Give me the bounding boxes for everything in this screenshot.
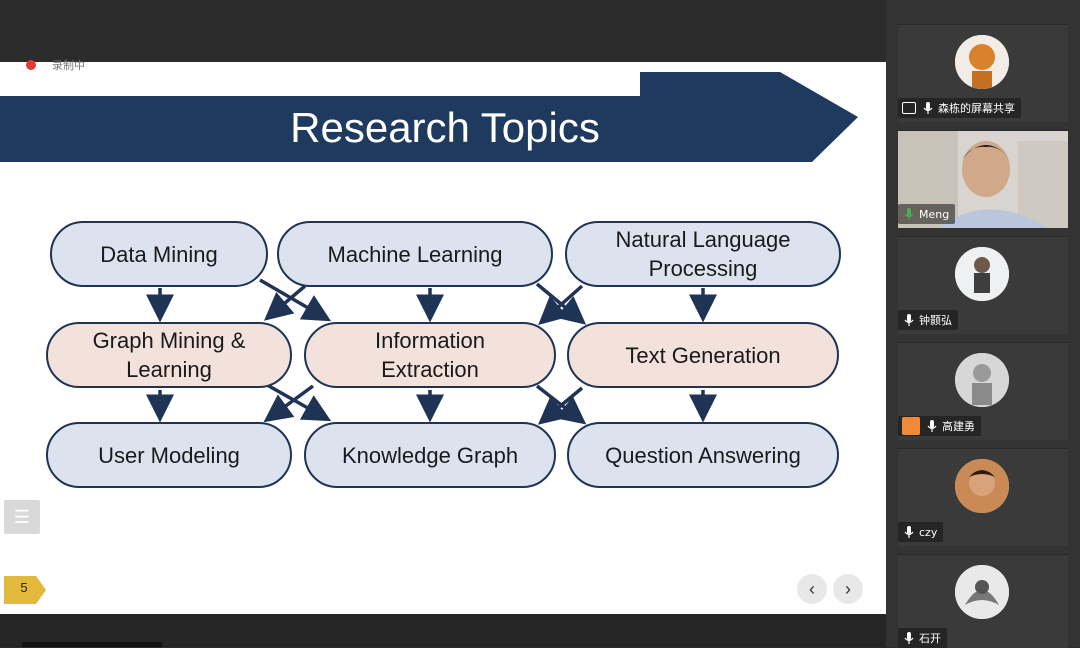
node-label: Machine Learning — [327, 241, 503, 267]
record-dot-icon — [26, 60, 36, 70]
page-badge-shape — [4, 576, 46, 604]
node-knowledge-graph: Knowledge Graph — [304, 422, 556, 488]
mic-icon — [904, 632, 914, 644]
avatar — [955, 35, 1009, 89]
participant-tile[interactable]: 森栋的屏幕共享 — [898, 24, 1068, 122]
node-label-line2: Processing — [648, 256, 758, 281]
arrow-ie-um — [263, 384, 315, 423]
participant-tile[interactable]: czy — [898, 448, 1068, 546]
participant-nameplate: 高建勇 — [898, 416, 981, 436]
node-machine-learning: Machine Learning — [277, 221, 553, 287]
participant-name: Meng — [919, 207, 950, 221]
node-information-extraction: Information Extraction — [304, 322, 556, 388]
mic-icon — [927, 420, 937, 432]
next-slide-button[interactable]: › — [833, 574, 863, 604]
participant-nameplate: 钟颢弘 — [898, 310, 958, 330]
participant-nameplate: 石开 — [898, 628, 947, 648]
avatar — [955, 247, 1009, 301]
node-nlp: Natural Language Processing — [565, 221, 841, 287]
mic-icon — [904, 314, 914, 326]
mic-icon — [923, 102, 933, 114]
recording-indicator: 录制中 — [0, 54, 886, 76]
node-data-mining: Data Mining — [50, 221, 268, 287]
node-graph-mining: Graph Mining & Learning — [46, 322, 292, 388]
node-label-line1: Graph Mining & — [92, 328, 246, 353]
node-label-line2: Learning — [126, 357, 212, 382]
participant-name: 森栋的屏幕共享 — [938, 102, 1015, 115]
top-bar — [0, 0, 886, 62]
mic-icon — [904, 526, 914, 538]
arrow-ml-gm — [263, 284, 307, 321]
node-label-line1: Information — [374, 328, 486, 353]
slide-title: Research Topics — [290, 104, 600, 151]
menu-icon: ☰ — [13, 506, 31, 527]
node-label-line2: Extraction — [381, 357, 479, 382]
diagram-arrows — [146, 278, 717, 425]
participant-name: czy — [919, 525, 938, 539]
node-text-generation: Text Generation — [567, 322, 839, 388]
title-banner — [0, 72, 858, 162]
node-label: User Modeling — [98, 442, 240, 468]
avatar — [955, 459, 1009, 513]
node-label-line1: Natural Language — [615, 227, 791, 252]
participant-nameplate: czy — [898, 522, 944, 542]
participant-nameplate: 森栋的屏幕共享 — [898, 98, 1021, 118]
recording-label: 录制中 — [52, 59, 85, 72]
bottom-bar — [0, 614, 886, 647]
participant-name: 石开 — [919, 632, 941, 645]
participant-tile-active[interactable]: Meng — [898, 130, 1068, 228]
bottom-bar-strip — [22, 642, 162, 647]
node-label: Text Generation — [625, 342, 781, 368]
page-number: 5 — [20, 580, 28, 595]
participant-name: 钟颢弘 — [919, 314, 952, 327]
node-label: Knowledge Graph — [341, 442, 519, 468]
avatar — [955, 565, 1009, 619]
node-user-modeling: User Modeling — [46, 422, 292, 488]
host-badge-icon — [902, 417, 920, 435]
participant-name: 高建勇 — [942, 420, 975, 433]
arrow-tg-kg — [537, 386, 584, 425]
slide-menu-button[interactable]: ☰ — [4, 500, 40, 534]
prev-slide-button[interactable]: ‹ — [797, 574, 827, 604]
arrow-ml-tg — [535, 282, 587, 325]
participant-tile[interactable]: 高建勇 — [898, 342, 1068, 440]
chevron-left-icon: ‹ — [809, 578, 815, 599]
participant-tile[interactable]: 石开 — [898, 554, 1068, 648]
avatar — [955, 353, 1009, 407]
participant-nameplate: Meng — [898, 204, 956, 224]
mic-active-icon — [904, 208, 914, 220]
node-question-answering: Question Answering — [567, 422, 839, 488]
screen-share-icon — [902, 102, 916, 114]
page-badge: 5 — [4, 576, 46, 604]
video-feed — [898, 131, 1068, 228]
title-banner-shape — [0, 72, 858, 162]
node-label: Data Mining — [100, 241, 218, 267]
arrow-ie-qa — [535, 384, 587, 425]
chevron-right-icon: › — [845, 578, 851, 599]
node-label: Question Answering — [605, 442, 801, 468]
participant-tile[interactable]: 钟颢弘 — [898, 236, 1068, 334]
arrow-nlp-ie — [538, 284, 584, 325]
